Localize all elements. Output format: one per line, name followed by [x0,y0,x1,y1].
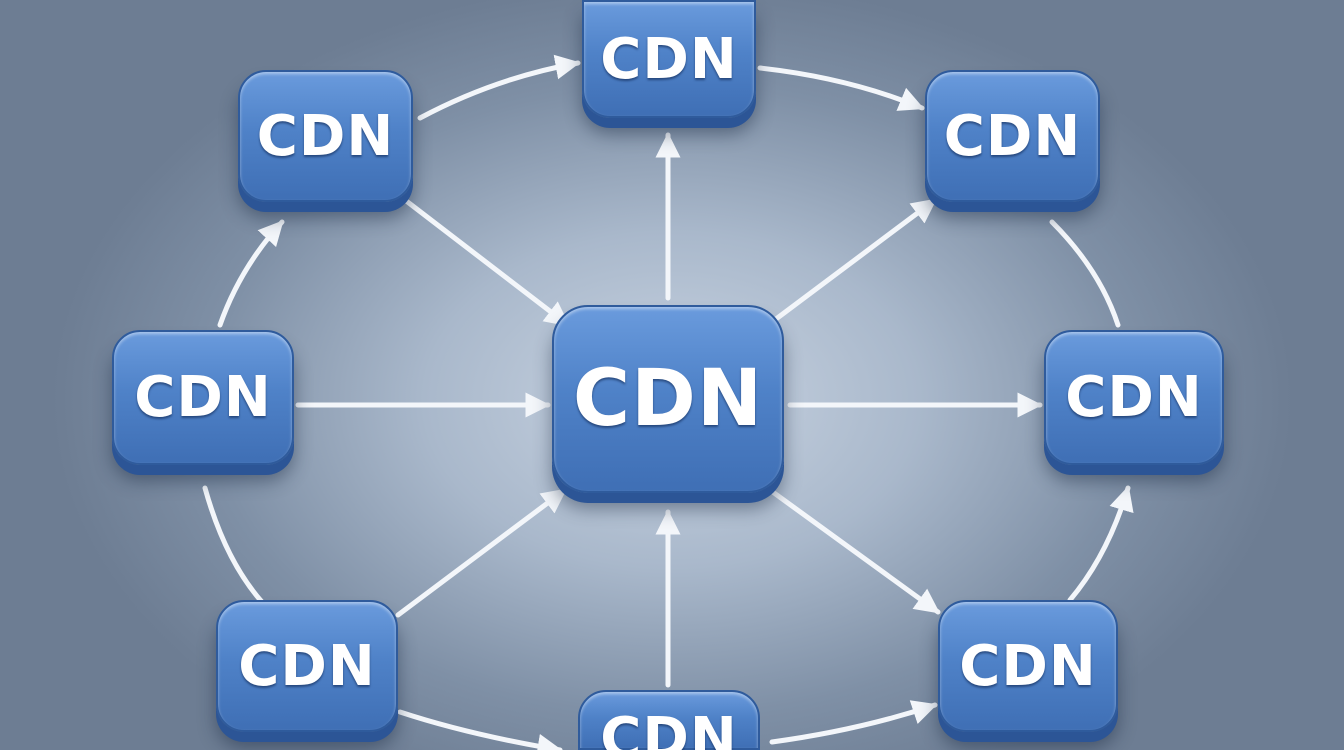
cdn-node-right: CDN [1044,330,1224,465]
cdn-node-top-right: CDN [925,70,1100,202]
spoke-center-to-topright [765,197,938,328]
spoke-bottomleft-to-center [395,487,568,618]
cdn-node-bottom-right: CDN [938,600,1118,732]
cdn-node-bottom: CDN [578,690,760,750]
arc-topleft-to-top [417,54,581,121]
arc-bottom-to-bottomright [769,700,938,745]
spoke-topleft-to-center [402,197,571,328]
cdn-node-top-left: CDN [238,70,413,202]
arc-left-to-topleft [217,219,285,328]
arc-left-to-bottomleft [202,485,265,605]
arc-topright-to-right [1049,219,1121,328]
cdn-node-bottom-left: CDN [216,600,398,732]
cdn-node-top: CDN [582,0,756,118]
arc-bottomright-to-right [1067,485,1134,603]
cdn-node-left: CDN [112,330,294,465]
arc-bottomleft-to-bottom [397,709,563,750]
cdn-node-center: CDN [552,305,784,493]
arc-top-to-topright [757,65,925,111]
spoke-center-to-bottomright [767,487,941,615]
